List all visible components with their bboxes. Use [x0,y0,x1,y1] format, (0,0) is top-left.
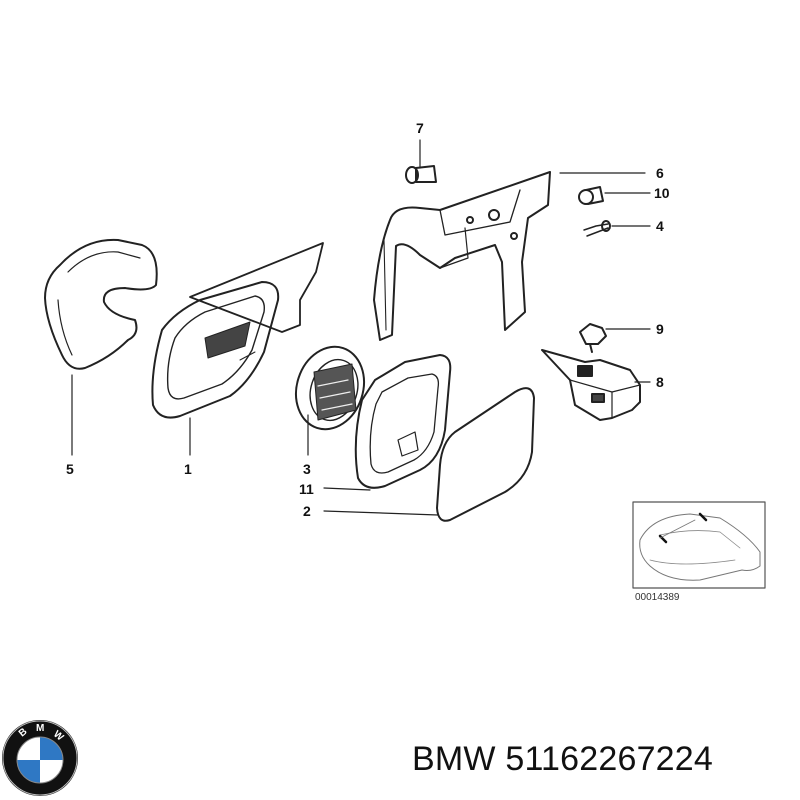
part-6-mounting-bracket [373,171,551,341]
bmw-roundel-logo: B M W [2,720,78,796]
part-9-clip [579,323,607,353]
part-7-expanding-rivet [405,165,437,184]
part-number-label: BMW 51162267224 [412,740,714,778]
part-8-mirror-switch [541,349,641,421]
part-4-screw [583,220,611,237]
callout-10: 10 [654,185,670,201]
callout-11: 11 [299,481,314,497]
part-3-adjustment-motor [295,345,365,431]
part-11-glass-carrier [354,354,452,489]
vehicle-location-thumbnail [632,501,766,589]
callout-9: 9 [656,321,664,337]
part-10-grommet-nut [578,186,604,205]
part-1-mirror-housing [151,242,324,419]
callout-8: 8 [656,374,664,390]
callout-2: 2 [303,503,311,519]
part-2-mirror-glass [436,387,535,522]
callout-7: 7 [416,120,424,136]
part-5-mirror-cap [44,238,158,370]
callout-4: 4 [656,218,664,234]
callout-6: 6 [656,165,664,181]
callout-3: 3 [303,461,311,477]
leader-lines [71,139,651,516]
callout-1: 1 [184,461,192,477]
callout-5: 5 [66,461,74,477]
logo-letter-m: M [36,723,44,734]
thumbnail-code: 00014389 [635,592,680,603]
